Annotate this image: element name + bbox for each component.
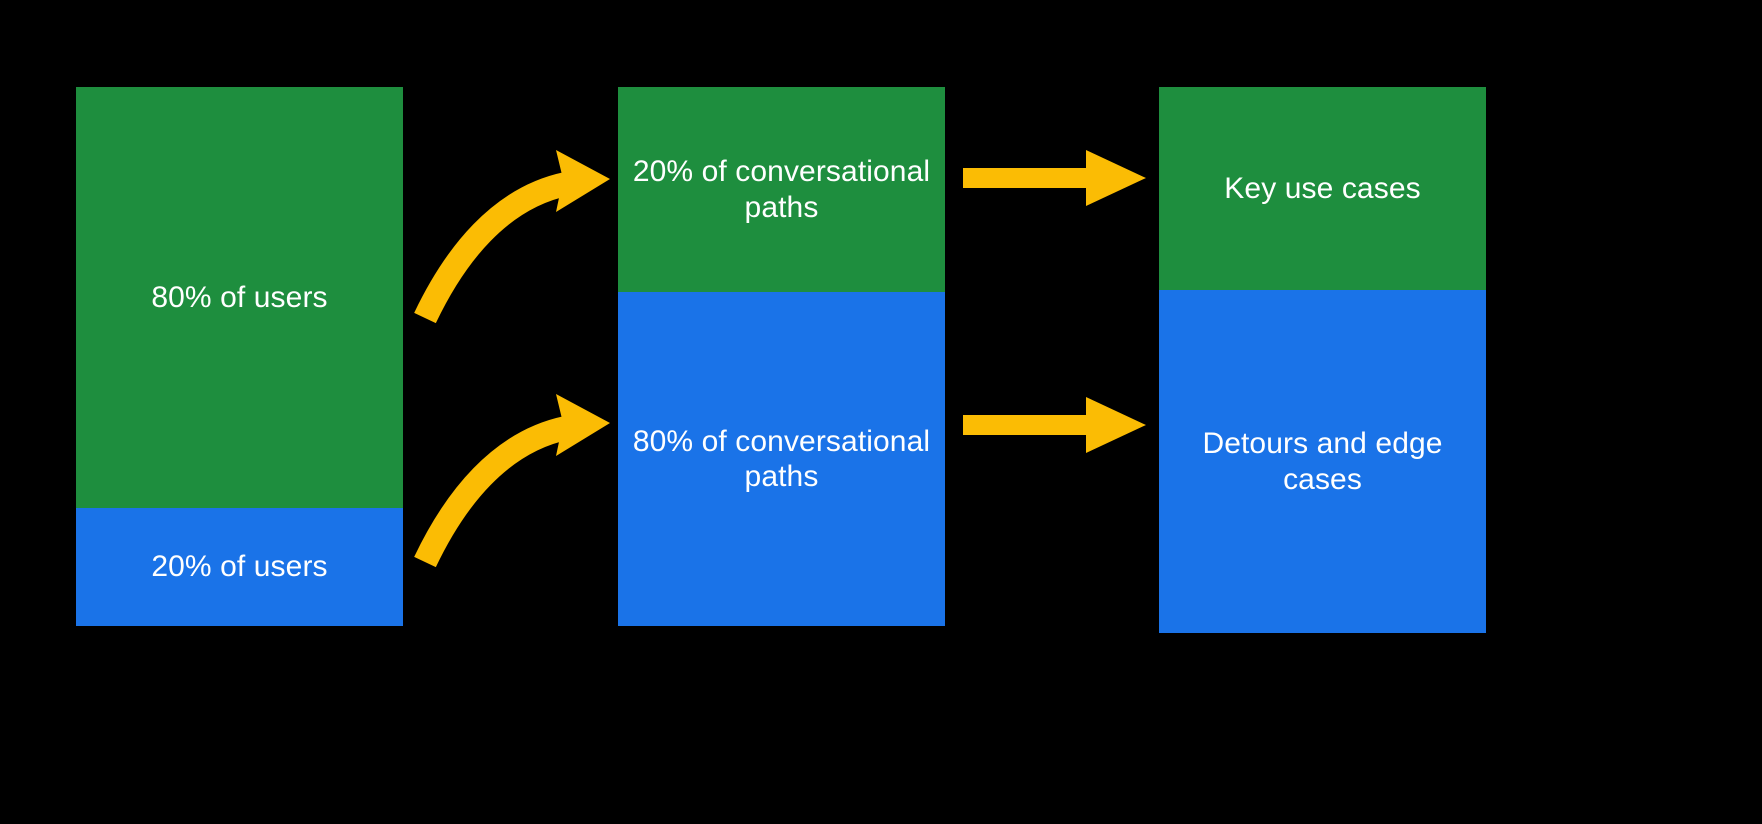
segment-paths-80-label: 80% of conversational paths xyxy=(632,424,931,493)
segment-users-80-label: 80% of users xyxy=(151,280,328,314)
straight-arrow-right-bottom-icon xyxy=(963,397,1146,453)
segment-detours-edge-cases-label: Detours and edge cases xyxy=(1202,427,1443,496)
curved-arrow-down-icon xyxy=(414,394,610,568)
segment-users-20-label: 20% of users xyxy=(151,550,328,584)
column-use-cases: Key use cases Detours and edge cases xyxy=(1159,87,1486,633)
segment-users-20: 20% of users xyxy=(76,508,403,626)
column-conversational-paths: 20% of conversational paths 80% of conve… xyxy=(618,87,945,626)
segment-key-use-cases-label: Key use cases xyxy=(1224,171,1421,205)
segment-paths-20-label: 20% of conversational paths xyxy=(632,155,931,224)
column-users: 80% of users 20% of users xyxy=(76,87,403,626)
segment-paths-80: 80% of conversational paths xyxy=(618,292,945,626)
straight-arrow-right-top-icon xyxy=(963,150,1146,206)
curved-arrow-up-icon xyxy=(414,150,610,324)
segment-key-use-cases: Key use cases xyxy=(1159,87,1486,290)
segment-paths-20: 20% of conversational paths xyxy=(618,87,945,292)
segment-users-80: 80% of users xyxy=(76,87,403,508)
segment-detours-edge-cases: Detours and edge cases xyxy=(1159,290,1486,633)
